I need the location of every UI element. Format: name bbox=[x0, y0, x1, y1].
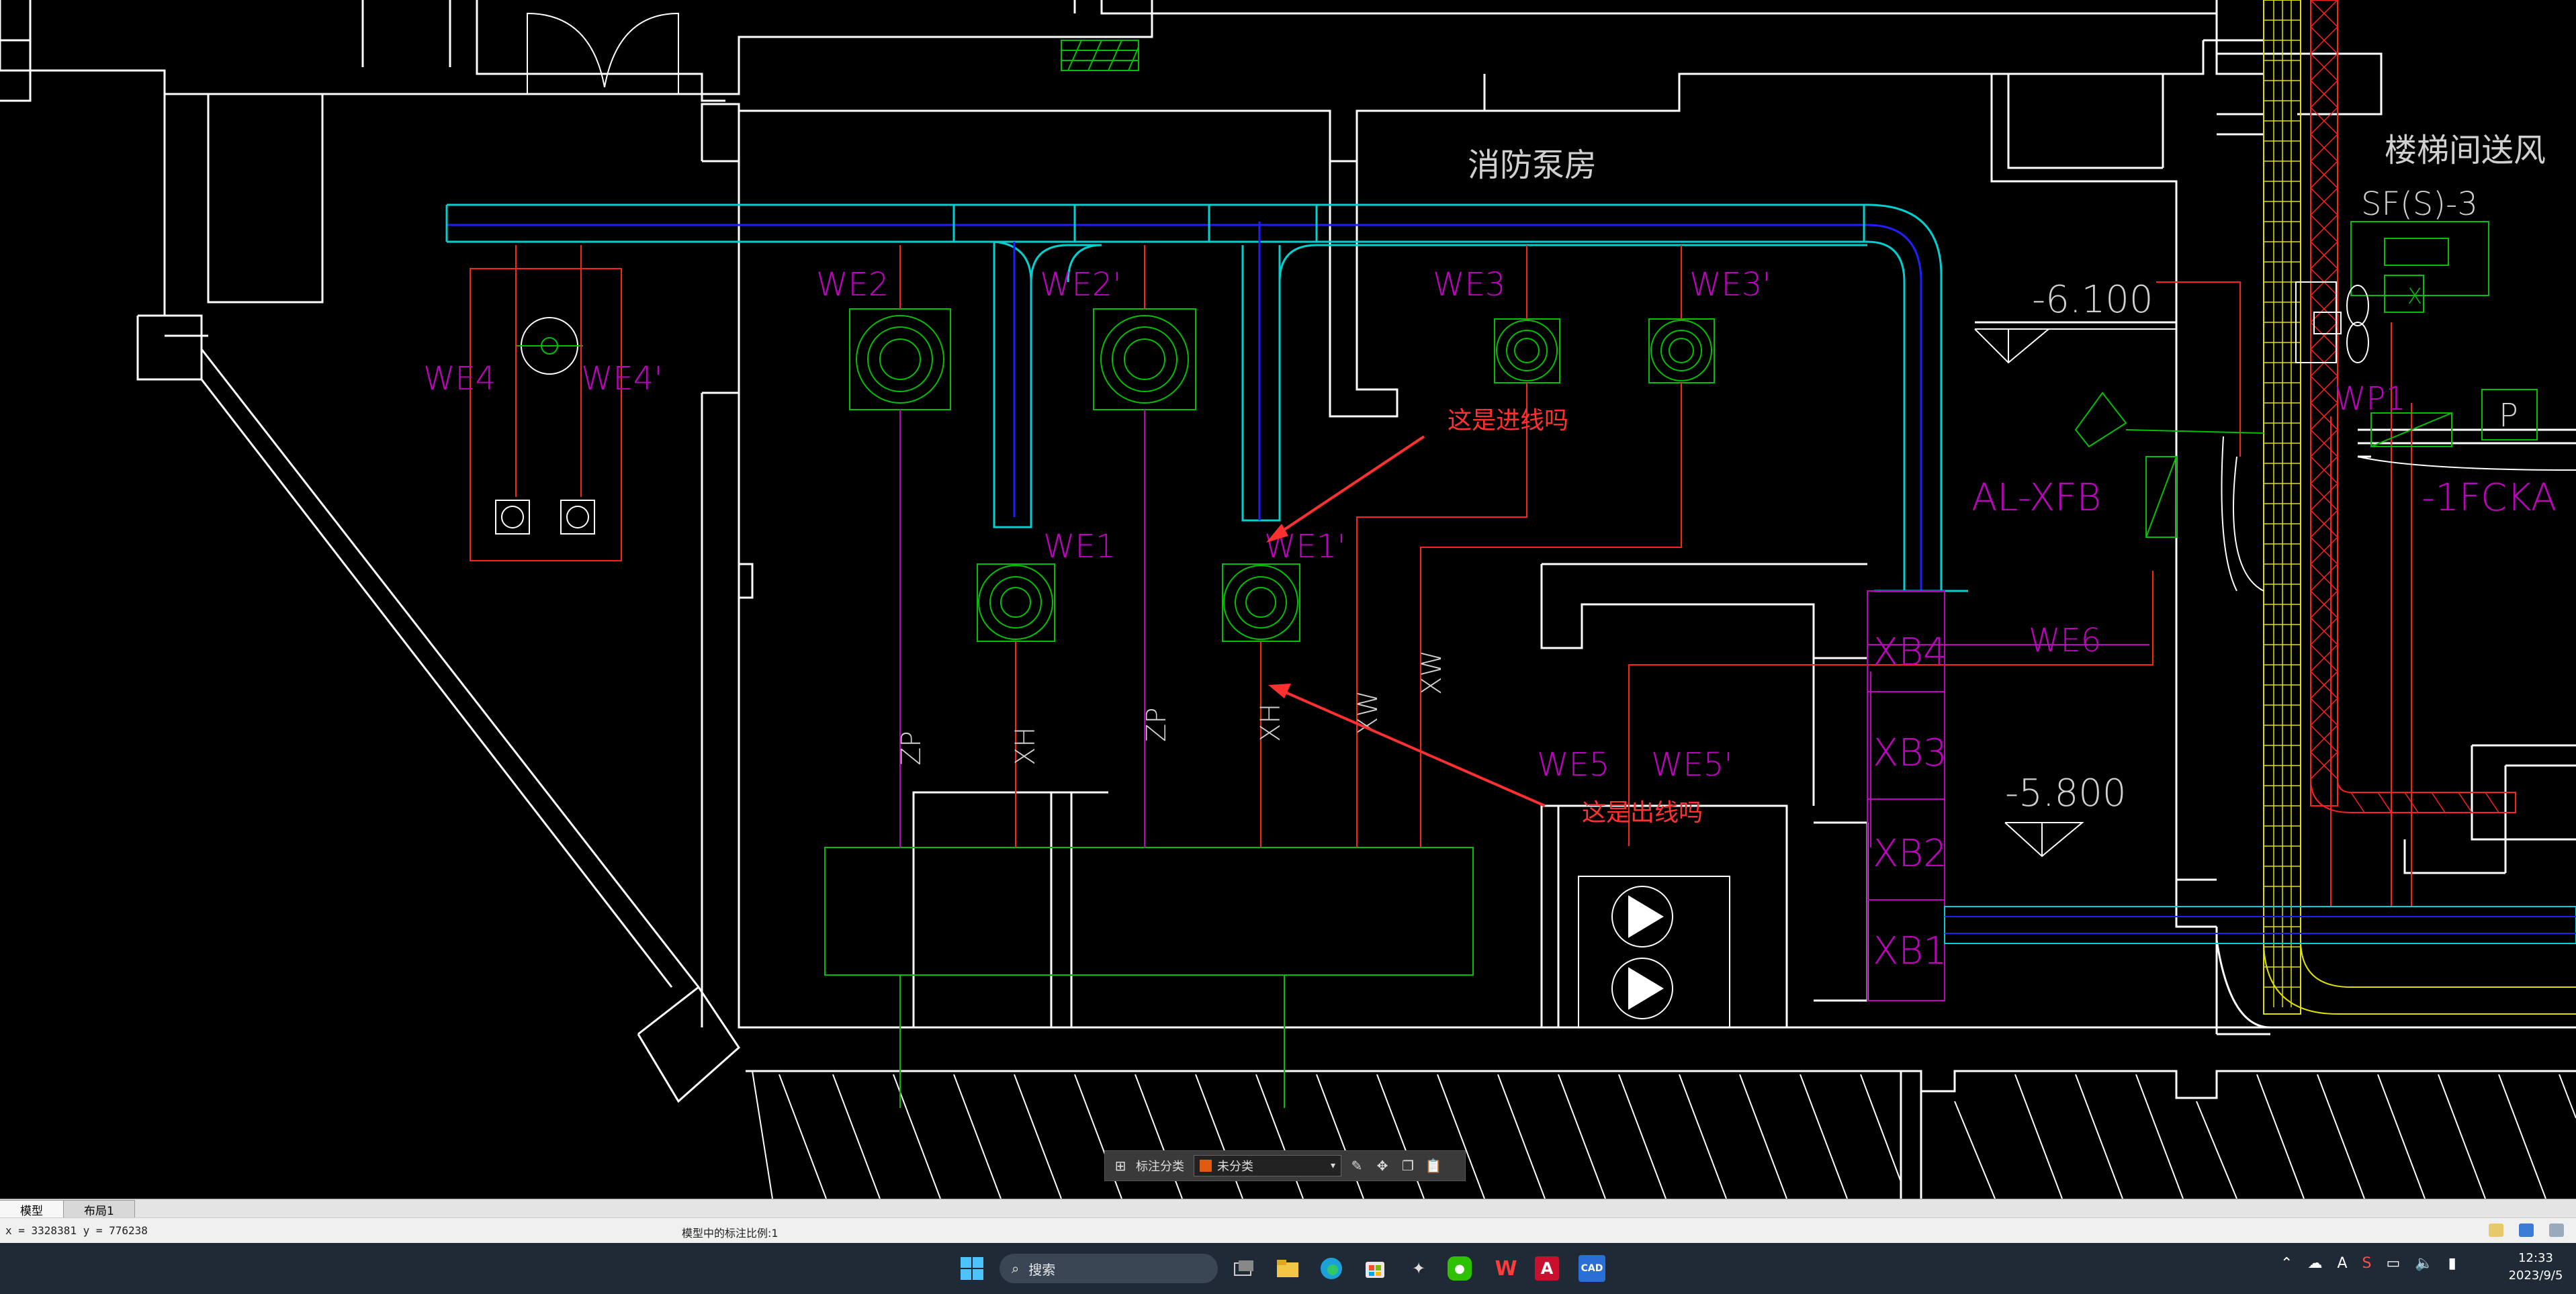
label-we3p: WE3' bbox=[1689, 266, 1771, 304]
label-xb1: XB1 bbox=[1873, 929, 1947, 973]
label-we1: WE1 bbox=[1043, 528, 1116, 565]
duct-run bbox=[445, 203, 1968, 592]
label-sfs: SF(S)-3 bbox=[2361, 185, 2478, 223]
tab-model-label: 模型 bbox=[20, 1204, 43, 1218]
pump-symbols bbox=[1578, 876, 1730, 1028]
note-incoming: 这是进线吗 bbox=[1448, 407, 1568, 434]
elevation-marks bbox=[1974, 328, 2176, 858]
label-we6: WE6 bbox=[2029, 622, 2101, 659]
taskbar-clock[interactable]: 12:33 2023/9/5 bbox=[2502, 1250, 2569, 1285]
label-xb2: XB2 bbox=[1873, 832, 1947, 876]
store-icon[interactable] bbox=[1360, 1254, 1390, 1283]
label-fcka: -1FCKA bbox=[2422, 476, 2557, 520]
paste-icon[interactable]: 📋 bbox=[1425, 1158, 1442, 1174]
label-we3: WE3 bbox=[1433, 266, 1505, 304]
battery-icon[interactable]: ▮ bbox=[2448, 1255, 2456, 1272]
category-color-swatch bbox=[1200, 1160, 1212, 1172]
label-we4p: WE4' bbox=[581, 360, 663, 398]
volume-icon[interactable]: 🔈 bbox=[2415, 1255, 2434, 1272]
cursor-coordinates: x = 3328381 y = 776238 bbox=[5, 1224, 148, 1237]
clock-time: 12:33 bbox=[2518, 1251, 2553, 1265]
status-bar: x = 3328381 y = 776238 模型中的标注比例:1 bbox=[0, 1217, 2576, 1244]
antivirus-icon[interactable]: S bbox=[2362, 1255, 2372, 1272]
xb-panels bbox=[1867, 590, 1945, 1001]
system-tray: ⌃ ☁ A S ▭ 🔈 ▮ bbox=[2280, 1255, 2456, 1272]
note-outgoing: 这是出线吗 bbox=[1582, 799, 1703, 827]
cad-canvas[interactable]: 消防泵房 楼梯间送风 SF(S)-3 WE4 WE4' WE2 WE2' WE3… bbox=[0, 0, 2576, 1199]
status-model-icon[interactable] bbox=[2519, 1223, 2534, 1237]
clock-date: 2023/9/5 bbox=[2508, 1268, 2563, 1283]
label-al-xfb: AL-XFB bbox=[1971, 476, 2101, 520]
we4-unit bbox=[470, 245, 622, 561]
annotation-category-bar: ⊞ 标注分类 未分类 ▾ ✎ ✥ ❐ 📋 bbox=[1104, 1150, 1466, 1181]
label-xh2: XH bbox=[1255, 704, 1286, 742]
status-folder-icon[interactable] bbox=[2489, 1223, 2503, 1237]
label-xb4: XB4 bbox=[1873, 631, 1947, 674]
tab-model[interactable]: 模型 bbox=[0, 1200, 64, 1218]
label-elev1: -6.100 bbox=[2032, 278, 2153, 322]
label-x: X bbox=[2407, 283, 2422, 309]
chevron-down-icon: ▾ bbox=[1330, 1160, 1335, 1171]
status-layout-icon[interactable] bbox=[2549, 1223, 2564, 1237]
app-icon[interactable]: ✦ bbox=[1411, 1259, 1426, 1278]
label-stair-air: 楼梯间送风 bbox=[2385, 132, 2546, 169]
door-symbol bbox=[527, 12, 679, 94]
copy-icon[interactable]: ❐ bbox=[1402, 1158, 1414, 1174]
label-xb3: XB3 bbox=[1873, 731, 1947, 775]
hatch-area bbox=[752, 1070, 2576, 1199]
tab-layout1[interactable]: 布局1 bbox=[63, 1200, 135, 1218]
label-we2p: WE2' bbox=[1040, 266, 1122, 304]
green-hatch bbox=[1061, 40, 1139, 71]
label-elev2: -5.800 bbox=[2005, 772, 2127, 815]
label-zp2: ZP bbox=[1141, 707, 1172, 742]
annotation-scale-text: 模型中的标注比例:1 bbox=[682, 1227, 779, 1240]
right-equipment bbox=[2074, 221, 2576, 592]
annotation-category-label: 标注分类 bbox=[1136, 1160, 1184, 1174]
grid-icon[interactable]: ⊞ bbox=[1114, 1158, 1126, 1174]
search-icon: ⌕ bbox=[1012, 1260, 1020, 1277]
search-placeholder: 搜索 bbox=[1028, 1261, 1056, 1278]
task-view-icon[interactable] bbox=[1229, 1254, 1259, 1283]
tab-layout1-label: 布局1 bbox=[84, 1204, 114, 1218]
label-xh1: XH bbox=[1010, 727, 1041, 766]
label-pump-room: 消防泵房 bbox=[1468, 146, 1597, 184]
edge-icon[interactable] bbox=[1317, 1254, 1346, 1283]
layout-tabs: 模型 布局1 bbox=[0, 1199, 2576, 1218]
cad-viewer-icon[interactable]: CAD bbox=[1579, 1255, 1605, 1282]
display-icon[interactable]: ▭ bbox=[2386, 1255, 2401, 1272]
label-we2: WE2 bbox=[816, 266, 889, 304]
windows-start-icon[interactable] bbox=[957, 1254, 987, 1283]
label-we5: WE5 bbox=[1537, 746, 1609, 784]
review-annotations: 这是进线吗 这是出线吗 bbox=[1266, 407, 1703, 827]
taskbar-search[interactable]: ⌕ 搜索 bbox=[1000, 1254, 1218, 1283]
label-zp1: ZP bbox=[896, 731, 927, 766]
label-we4: WE4 bbox=[423, 360, 496, 398]
edit-icon[interactable]: ✎ bbox=[1351, 1158, 1363, 1174]
label-wp1: WP1 bbox=[2334, 380, 2406, 418]
input-method-indicator[interactable]: A bbox=[2337, 1255, 2348, 1272]
label-xw2: XW bbox=[1417, 650, 1448, 695]
move-icon[interactable]: ✥ bbox=[1376, 1158, 1388, 1174]
file-explorer-icon[interactable] bbox=[1273, 1254, 1302, 1283]
cloud-icon[interactable]: ☁ bbox=[2307, 1255, 2323, 1272]
wps-icon[interactable]: W bbox=[1495, 1256, 1517, 1281]
category-selected-value: 未分类 bbox=[1217, 1160, 1253, 1174]
wall-lines bbox=[0, 0, 2576, 1199]
taskbar: ⌕ 搜索 ✦ ● W A CAD ⌃ ☁ A S ▭ 🔈 ▮ 12:33 202… bbox=[0, 1243, 2576, 1294]
label-p: P bbox=[2499, 397, 2518, 434]
wechat-icon[interactable]: ● bbox=[1448, 1256, 1472, 1281]
autocad-icon[interactable]: A bbox=[1535, 1256, 1559, 1281]
pipe-lines bbox=[899, 245, 2412, 907]
chevron-up-icon[interactable]: ⌃ bbox=[2280, 1255, 2293, 1272]
category-select[interactable]: 未分类 ▾ bbox=[1194, 1155, 1341, 1176]
drawing-labels: 消防泵房 楼梯间送风 SF(S)-3 WE4 WE4' WE2 WE2' WE3… bbox=[423, 132, 2557, 973]
label-we5p: WE5' bbox=[1651, 746, 1733, 784]
shaft bbox=[1944, 0, 2576, 1015]
